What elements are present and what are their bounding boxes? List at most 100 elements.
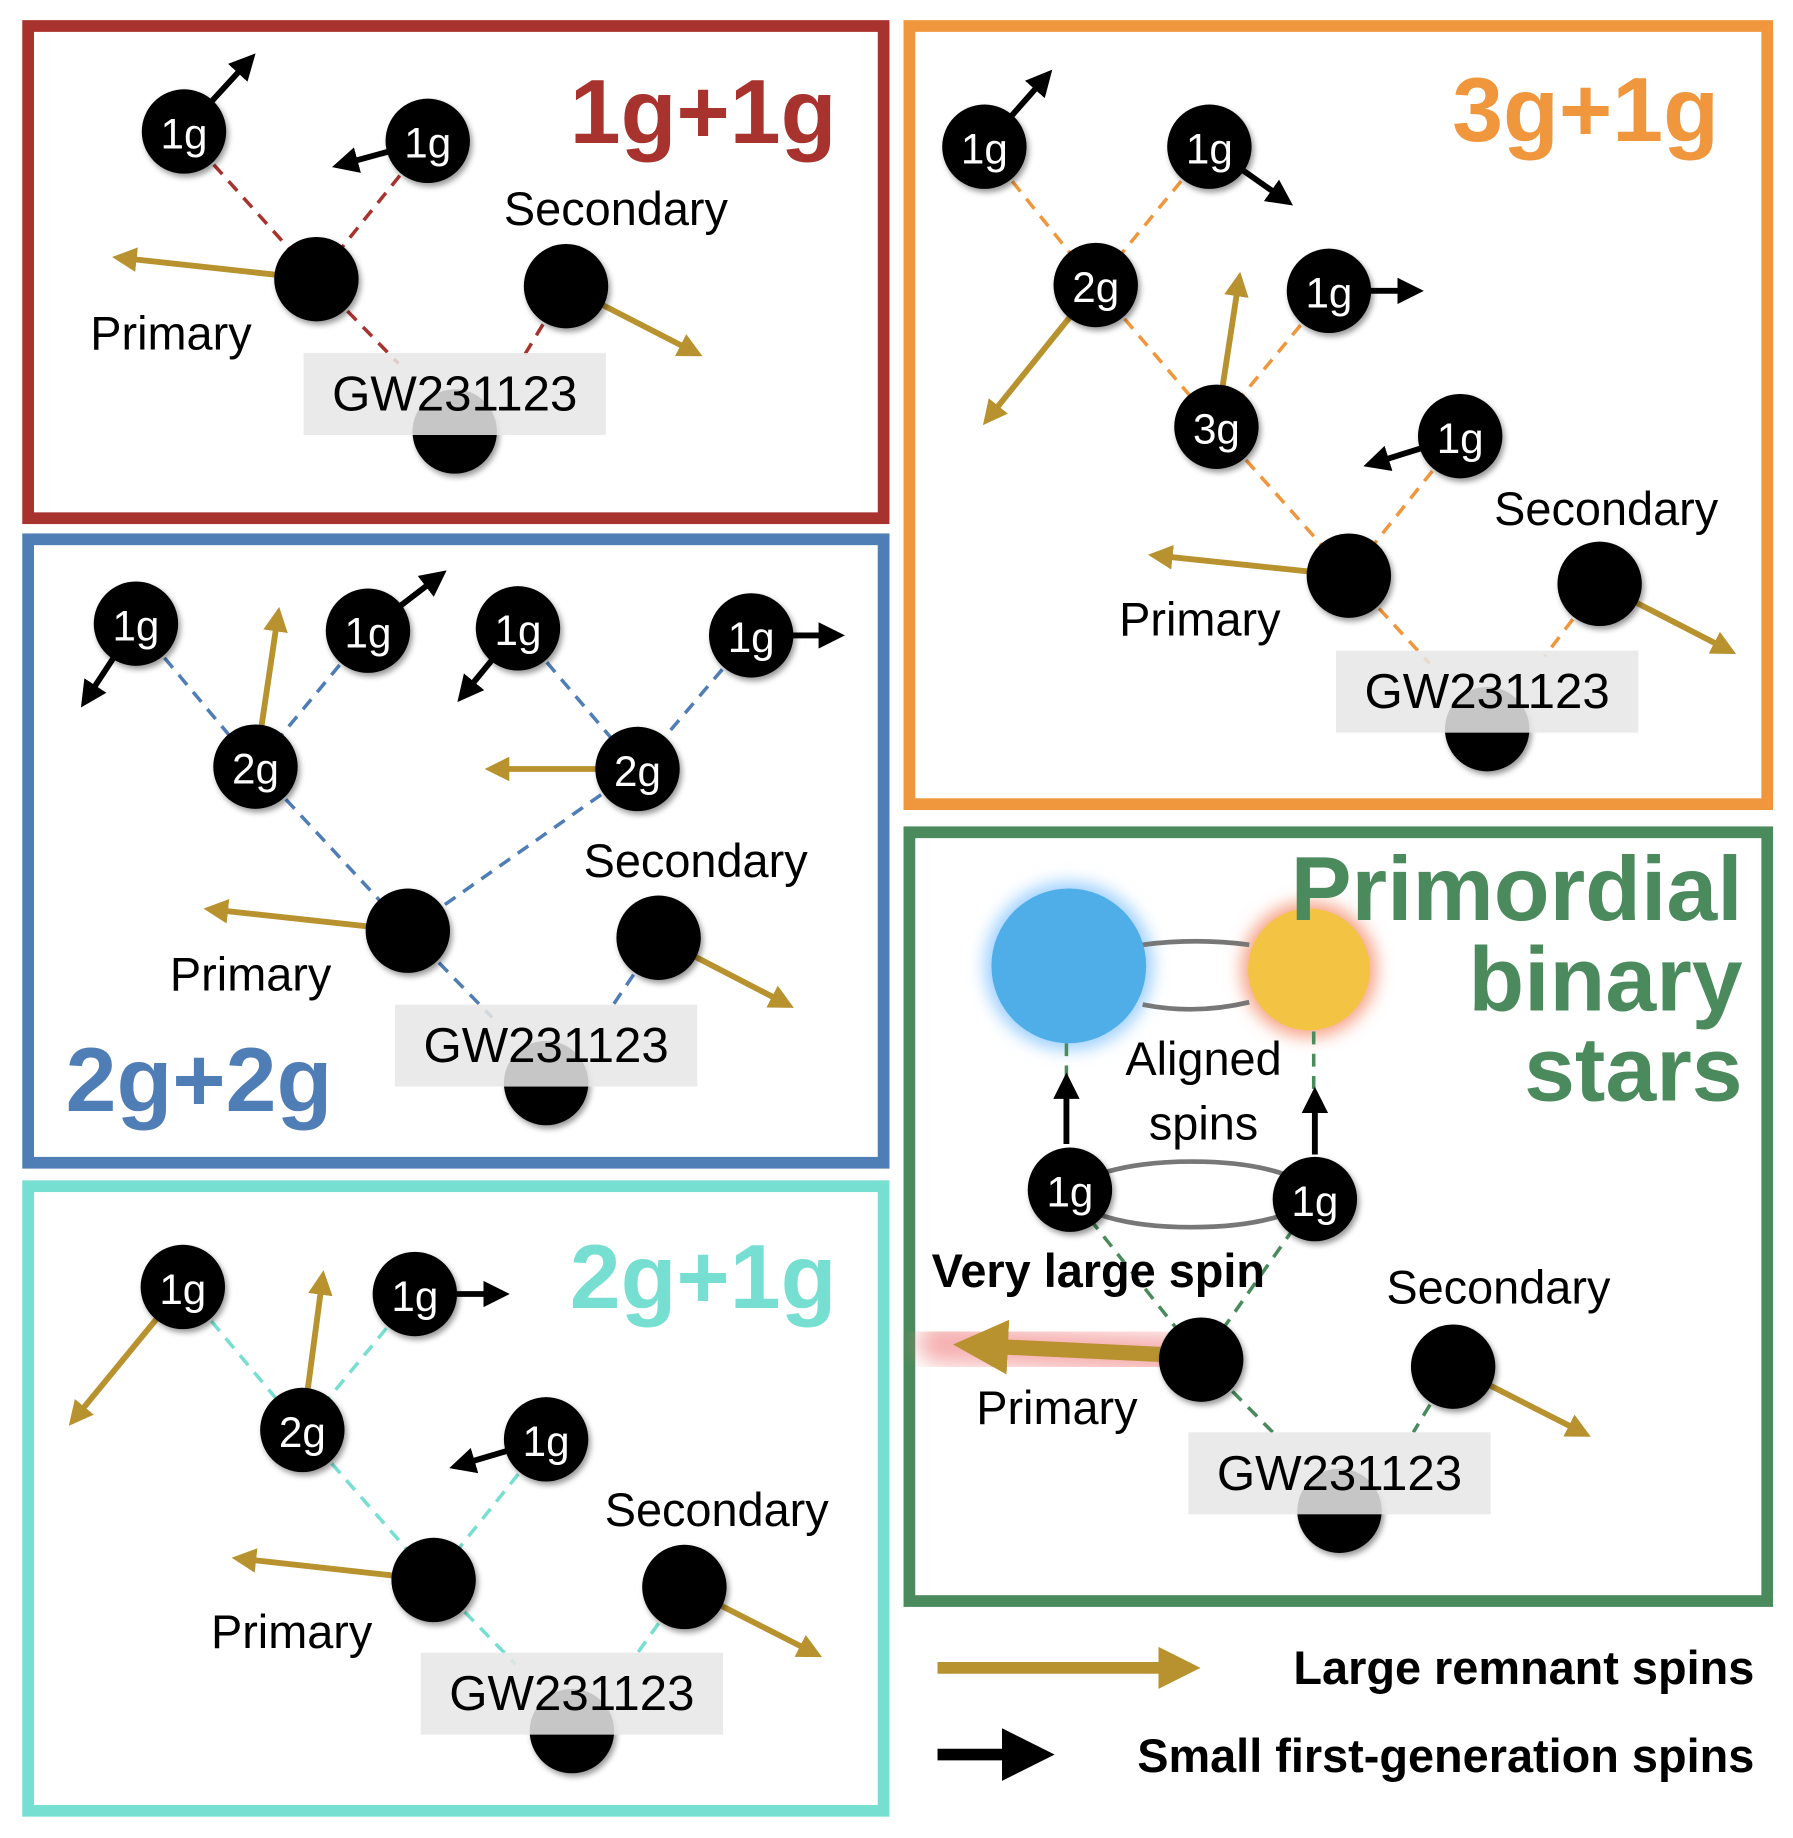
very-large-spin-arrow [953,1319,1173,1375]
event-label: GW231123 [449,1666,694,1721]
generation-label: 1g [1046,1169,1093,1216]
generation-label: 1g [1186,126,1233,173]
generation-label: 2g [614,748,661,795]
secondary-black-hole [616,895,701,980]
generation-label: 2g [232,745,279,792]
event-label-box [1188,1432,1491,1515]
merger-link [315,277,400,365]
event-label: GW231123 [1365,664,1610,719]
black-hole-node [1174,384,1259,469]
merger-link [432,1578,517,1666]
panel-title: 2g+2g [66,1029,333,1131]
event-label: GW231123 [332,366,577,421]
aligned-spins-label: Aligned [1125,1033,1281,1085]
primary-label: Primary [170,948,332,1000]
generation-label: 1g [404,120,451,167]
black-hole-node [475,586,561,671]
black-hole-node [1272,1156,1358,1242]
panel-3g-1g [903,20,1774,811]
generation-label: 1g [523,1418,570,1465]
secondary-black-hole [642,1544,727,1630]
generation-label: 1g [495,607,542,654]
black-hole-node [1417,393,1503,479]
merger-link [607,936,661,1012]
black-hole-node [372,1251,458,1337]
secondary-label: Secondary [1494,483,1719,535]
panel-title: stars [1524,1019,1742,1121]
merger-link [631,1585,686,1661]
event-label: GW231123 [1217,1446,1462,1501]
generation-label: 1g [961,126,1008,173]
legend-large-spins: Large remnant spins [1293,1642,1754,1694]
generation-label: 2g [279,1409,326,1456]
black-hole-node [1027,1147,1113,1232]
merger-link [406,767,639,933]
primary-black-hole [1159,1317,1244,1402]
generation-label: 1g [159,1266,206,1313]
yellow-star [1248,908,1370,1031]
aligned-spins-label: spins [1149,1097,1258,1149]
primary-black-hole [1306,533,1392,618]
black-hole-node [1053,242,1138,328]
panel-title: binary [1468,928,1742,1030]
black-hole-node [708,593,794,678]
merger-link [1543,582,1602,658]
very-large-spin-label: Very large spin [932,1245,1265,1297]
black-hole-node [942,104,1027,189]
generation-label: 1g [1291,1178,1338,1225]
primary-label: Primary [1119,593,1281,645]
black-hole-node [93,581,179,666]
primary-label: Primary [90,307,252,359]
secondary-label: Secondary [1386,1261,1611,1313]
merger-link [406,929,494,1019]
black-hole-node [1167,104,1252,189]
event-label-box [303,352,606,436]
merger-link [1199,1358,1279,1439]
panel-primordial-binary [903,826,1774,1607]
black-hole-node [141,89,227,174]
secondary-label: Secondary [605,1484,830,1536]
event-label-box [1335,650,1639,733]
secondary-label: Secondary [504,183,729,235]
generation-label: 3g [1193,406,1240,453]
secondary-black-hole [523,243,609,329]
blue-star [991,888,1147,1044]
panel-1g-1g [22,20,890,525]
primary-label: Primary [211,1606,373,1658]
merger-link [1088,1217,1203,1361]
black-hole-node [385,98,470,184]
generation-label: 1g [1305,270,1352,317]
event-label-box [394,1004,698,1087]
secondary-black-hole [1557,541,1642,627]
star-orbit [1142,938,1250,1012]
black-hole-node [213,724,298,809]
generation-label: 1g [728,614,775,661]
primary-label: Primary [976,1382,1138,1434]
primary-black-hole [391,1537,476,1623]
generation-label: 1g [391,1273,438,1320]
primary-black-hole [365,888,451,973]
black-hole-node [503,1397,589,1482]
black-hole-node [595,726,680,812]
black-hole-node [140,1244,226,1330]
generation-label: 1g [161,110,208,157]
black-hole-node [260,1387,345,1473]
black-hole-node [1286,248,1372,334]
event-label-box [420,1652,724,1735]
panel-title: 1g+1g [570,61,837,163]
panel-2g-2g [22,533,890,1169]
panel-title: 2g+1g [570,1226,837,1328]
panel-title: 3g+1g [1452,59,1719,161]
generation-label: 1g [345,610,392,657]
event-label: GW231123 [423,1018,668,1073]
black-hole-node [325,588,411,673]
generation-label: 2g [1072,264,1119,311]
generation-label: 1g [112,603,159,650]
panel-title: Primordial [1291,838,1743,940]
legend-small-spins: Small first-generation spins [1137,1730,1754,1782]
panel-2g-1g [22,1180,890,1817]
generation-label: 1g [1437,415,1484,462]
primary-black-hole [274,236,359,322]
secondary-black-hole [1410,1324,1496,1409]
merger-link [1347,574,1432,665]
